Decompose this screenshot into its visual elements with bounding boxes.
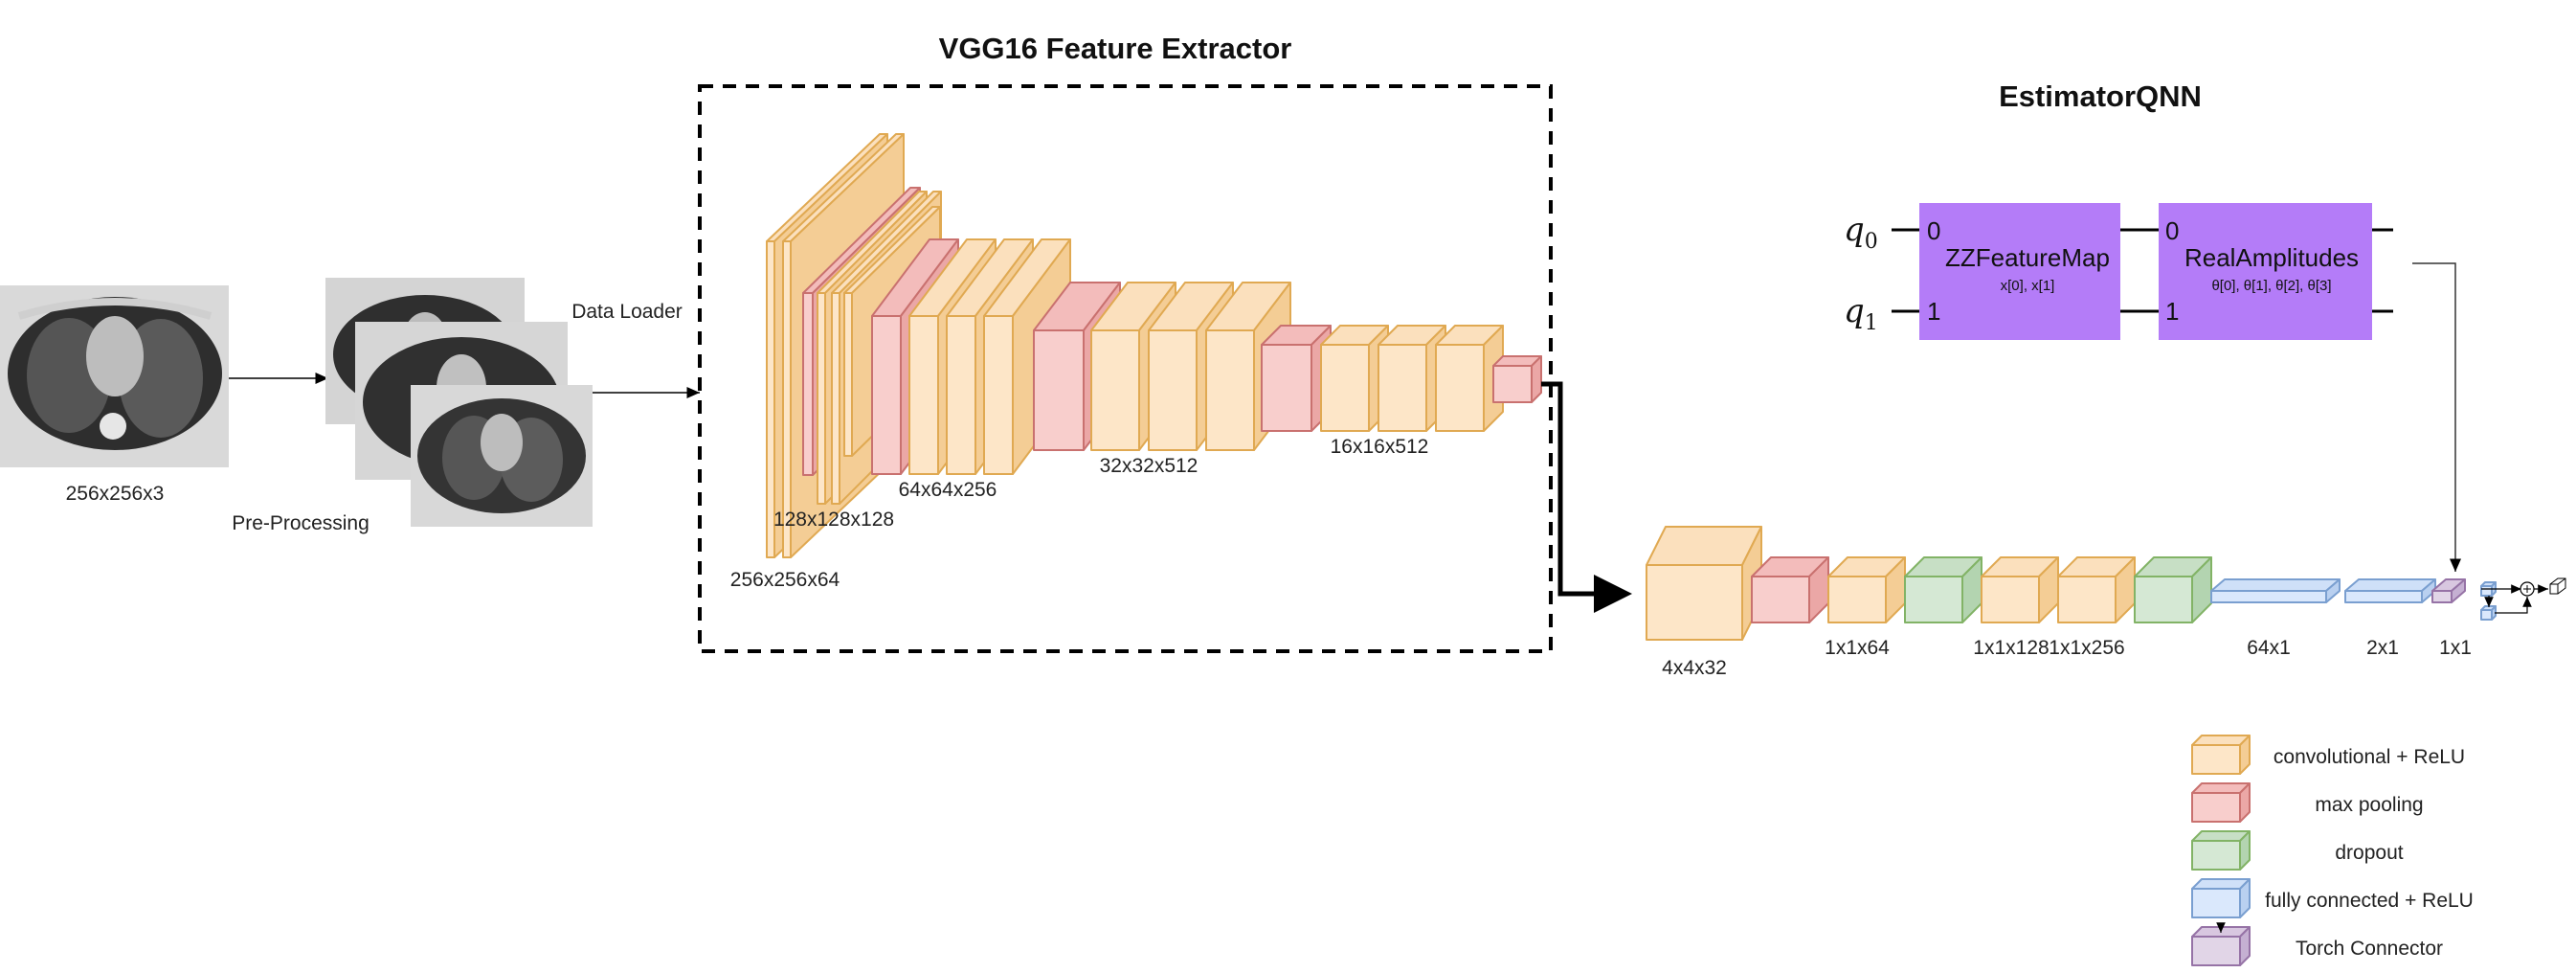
- head-dim-7: 1x1: [2439, 637, 2472, 659]
- zzfeaturemap-block: 0 1 ZZFeatureMap x[0], x[1]: [1919, 203, 2120, 340]
- head-layer-5: [1981, 556, 2059, 623]
- arrow-qnn-to-torch: [2412, 262, 2461, 572]
- vgg-frame: [698, 84, 1553, 653]
- head-layer-2: [1751, 556, 1829, 623]
- zz-name: ZZFeatureMap: [1945, 243, 2110, 272]
- legend-swatch-conv: [2191, 735, 2251, 775]
- head-layer-3: [1827, 556, 1906, 623]
- head-layer-6: [2057, 556, 2136, 623]
- ra-port-1: 1: [2165, 297, 2179, 326]
- head-layer-7: [2134, 556, 2212, 623]
- vgg-dim-3: 64x64x256: [899, 479, 997, 501]
- output-cube-icon: [2549, 577, 2566, 595]
- legend-label-dropout: dropout: [2335, 842, 2403, 864]
- head-dim-3: 1x1x128: [1973, 637, 2049, 659]
- legend-swatch-dropout: [2191, 830, 2251, 871]
- head-layer-9: [2344, 578, 2436, 603]
- vgg-dim-1: 256x256x64: [730, 569, 840, 591]
- ra-port-0: 0: [2165, 216, 2179, 245]
- legend-swatch-pool: [2191, 782, 2251, 823]
- ra-name: RealAmplitudes: [2184, 243, 2359, 272]
- zz-params: x[0], x[1]: [2001, 278, 2055, 294]
- ra-params: θ[0], θ[1], θ[2], θ[3]: [2211, 278, 2331, 294]
- realamplitudes-block: 0 1 RealAmplitudes θ[0], θ[1], θ[2], θ[3…: [2159, 203, 2372, 340]
- input-ct-scan: [0, 285, 229, 467]
- vgg-title: VGG16 Feature Extractor: [939, 32, 1292, 65]
- vgg-dim-5: 16x16x512: [1331, 436, 1429, 458]
- legend-label-pool: max pooling: [2315, 794, 2423, 816]
- qnn-title: EstimatorQNN: [1999, 79, 2202, 113]
- preprocess-label: Pre-Processing: [232, 512, 370, 534]
- data-loader-label: Data Loader: [571, 301, 683, 323]
- vgg-dim-2: 128x128x128: [773, 509, 894, 531]
- preprocessed-image-3: [411, 385, 593, 527]
- legend-swatch-fc: [2191, 878, 2251, 918]
- qubit-1-label: q1: [1844, 292, 1878, 335]
- head-layer-4: [1904, 556, 1982, 623]
- legend-label-fc: fully connected + ReLU: [2265, 890, 2474, 912]
- head-layer-8: [2210, 578, 2341, 603]
- legend: convolutional + ReLU max pooling dropout fu…: [2191, 735, 2474, 966]
- head-dim-6: 2x1: [2366, 637, 2399, 659]
- head-dim-5: 64x1: [2247, 637, 2291, 659]
- qubit-0-label: q0: [1844, 211, 1878, 254]
- legend-label-torch: Torch Connector: [2296, 938, 2443, 960]
- head-layer-10: [2431, 578, 2466, 603]
- legend-label-conv: convolutional + ReLU: [2274, 746, 2465, 768]
- vgg-layer-19: [1492, 355, 1542, 403]
- quantum-circuit: q0 q1 0 1 ZZFeatureMap x[0], x[1] 0 1 Re…: [1844, 203, 2461, 572]
- output-operations: [2481, 577, 2566, 614]
- head-dim-2: 1x1x64: [1825, 637, 1890, 659]
- vgg-layers: [766, 133, 1542, 558]
- vgg-dim-4: 32x32x512: [1100, 455, 1198, 477]
- zz-port-1: 1: [1927, 297, 1940, 326]
- head-layer-12: [2480, 605, 2497, 621]
- head-dim-1: 4x4x32: [1662, 657, 1727, 679]
- arrow-vgg-to-head: [1541, 381, 1632, 613]
- preprocessed-stack: [325, 278, 593, 527]
- input-size-label: 256x256x3: [66, 483, 165, 505]
- zz-port-0: 0: [1927, 216, 1940, 245]
- head-layer-1: [1646, 526, 1762, 641]
- head-dim-4: 1x1x256: [2049, 637, 2124, 659]
- classifier-head: [1646, 526, 2497, 641]
